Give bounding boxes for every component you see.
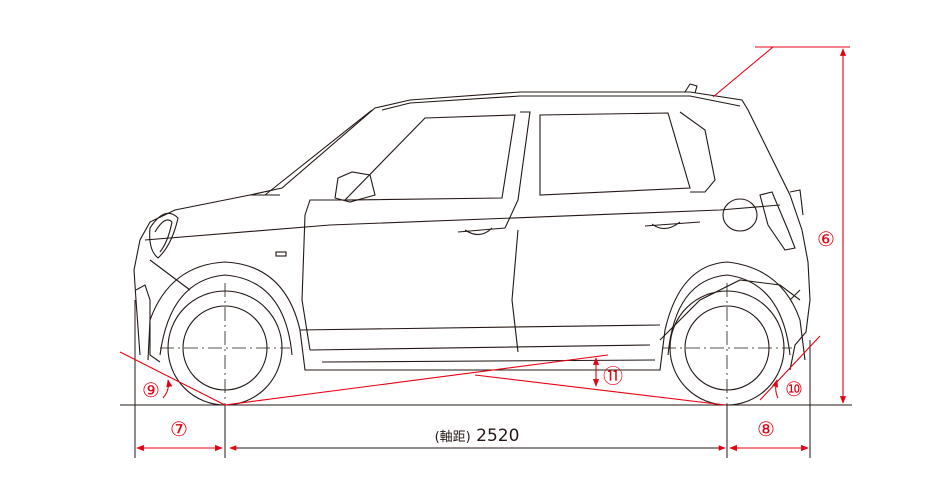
car-body-outline (133, 83, 811, 371)
wheelbase-label: (軸距) 2520 (435, 426, 520, 446)
marker-ramp-angle: ⑪ (603, 364, 623, 388)
ramp-line-rear (474, 374, 726, 406)
departure-angle-line (759, 335, 821, 401)
marker-rear-overhang: ⑧ (757, 417, 775, 441)
wheelbase-value: 2520 (476, 426, 520, 446)
wheelbase-prefix: (軸距) (434, 430, 471, 445)
marker-front-overhang: ⑦ (170, 417, 188, 441)
approach-angle-line (119, 351, 226, 406)
dimension-lines (119, 46, 850, 452)
marker-departure-angle: ⑩ (785, 377, 803, 401)
ramp-line-front (224, 354, 609, 406)
marker-approach-angle: ⑨ (142, 378, 160, 402)
ground-and-extension-lines (120, 300, 852, 458)
marker-overall-height: ⑥ (817, 227, 835, 251)
